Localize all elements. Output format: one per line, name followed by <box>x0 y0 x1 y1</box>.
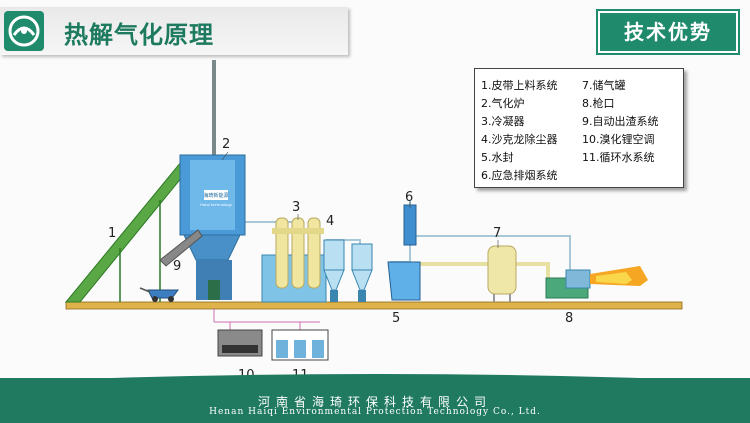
legend-item: 1.皮带上料系统 <box>481 79 558 92</box>
title-bar: 热解气化原理 <box>0 7 348 55</box>
belt-conveyor <box>64 155 197 303</box>
legend-item: 5.水封 <box>481 151 514 164</box>
legend-item: 6.应急排烟系统 <box>481 169 558 182</box>
legend-item: 10.溴化锂空调 <box>582 133 655 146</box>
callout-4: 4 <box>326 214 335 229</box>
callout-5: 5 <box>392 311 401 326</box>
cyclone-1 <box>323 239 345 271</box>
footer-company-en: Henan Haiqi Environmental Protection Tec… <box>209 407 541 417</box>
callout-2: 2 <box>222 137 231 152</box>
callout-3: 3 <box>292 200 301 215</box>
legend-item: 11.循环水系统 <box>582 151 655 164</box>
footer-company-cn: 河南省海琦环保科技有限公司 <box>257 395 492 409</box>
company-logo-icon <box>4 11 44 51</box>
water-seal <box>387 261 421 301</box>
cyclone-2 <box>351 243 373 271</box>
gas-pipe-main <box>410 235 571 280</box>
component-legend: 1.皮带上料系统 2.气化炉 3.冷凝器 4.沙克龙除尘器 5.水封 6.应急排… <box>474 68 684 188</box>
legend-left-column: 1.皮带上料系统 2.气化炉 3.冷凝器 4.沙克龙除尘器 5.水封 6.应急排… <box>481 77 558 185</box>
gas-storage-tank <box>487 245 517 295</box>
callout-8: 8 <box>565 311 574 326</box>
legend-item: 4.沙克龙除尘器 <box>481 133 558 146</box>
technical-advantages-button[interactable]: 技术优势 <box>596 9 740 55</box>
furnace-sublabel: Haiqi technology <box>200 202 233 207</box>
legend-item: 8.枪口 <box>582 97 615 110</box>
callout-6: 6 <box>405 190 414 205</box>
slag-cart <box>147 289 179 299</box>
emergency-stack <box>403 204 417 246</box>
slag-conveyor <box>159 229 203 267</box>
condenser-column-1 <box>275 217 289 289</box>
legend-item: 2.气化炉 <box>481 97 525 110</box>
ground-platform <box>65 301 683 310</box>
legend-item: 3.冷凝器 <box>481 115 525 128</box>
condenser-column-3 <box>307 217 321 289</box>
legend-item: 9.自动出渣系统 <box>582 115 659 128</box>
callout-7: 7 <box>493 226 502 241</box>
page-title: 热解气化原理 <box>64 21 214 49</box>
callout-9: 9 <box>173 259 182 274</box>
footer-band <box>0 378 750 423</box>
legend-item: 7.储气罐 <box>582 79 626 92</box>
furnace-label: 海琦新能源 <box>203 192 228 199</box>
callout-1: 1 <box>108 226 117 241</box>
legend-right-column: 7.储气罐 8.枪口 9.自动出渣系统 10.溴化锂空调 11.循环水系统 <box>582 77 659 167</box>
